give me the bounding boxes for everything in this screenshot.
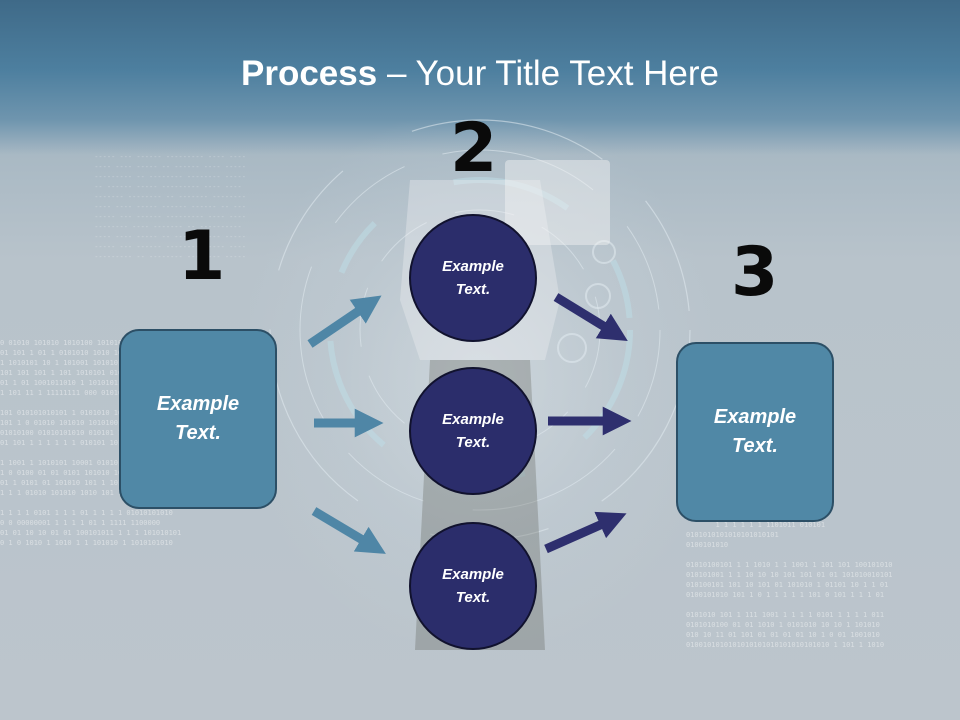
binary-texture-left: 0 01010 101010 1010100 101010 1010101 01… <box>0 339 182 547</box>
slide-title: Process – Your Title Text Here <box>0 52 960 96</box>
step-number-1: 1 <box>178 217 226 296</box>
step-number-2: 2 <box>450 109 498 188</box>
circle-middle-label: Example Text. <box>442 411 504 451</box>
arrow-right-down <box>553 293 628 342</box>
step-box-1-label: Example Text. <box>156 393 240 444</box>
circle-bottom: Example Text. <box>409 522 537 650</box>
step-box-3: Example Text. <box>676 342 834 522</box>
arrow-left-up <box>307 295 382 348</box>
arrow-right-up <box>544 511 627 554</box>
title-rest: – Your Title Text Here <box>377 54 719 93</box>
circle-bottom-label: Example Text. <box>442 566 504 606</box>
arrow-left-down <box>311 507 386 554</box>
circle-top-label: Example Text. <box>442 258 504 298</box>
circle-top: Example Text. <box>409 214 537 342</box>
binary-texture-upper: ----- --- ------ --------- ---- ---- ---… <box>94 153 246 261</box>
step-box-3-label: Example Text. <box>713 406 797 457</box>
title-bold: Process <box>241 54 378 93</box>
circle-middle: Example Text. <box>409 367 537 495</box>
step-number-3: 3 <box>731 233 779 312</box>
step-box-1: Example Text. <box>119 329 277 509</box>
